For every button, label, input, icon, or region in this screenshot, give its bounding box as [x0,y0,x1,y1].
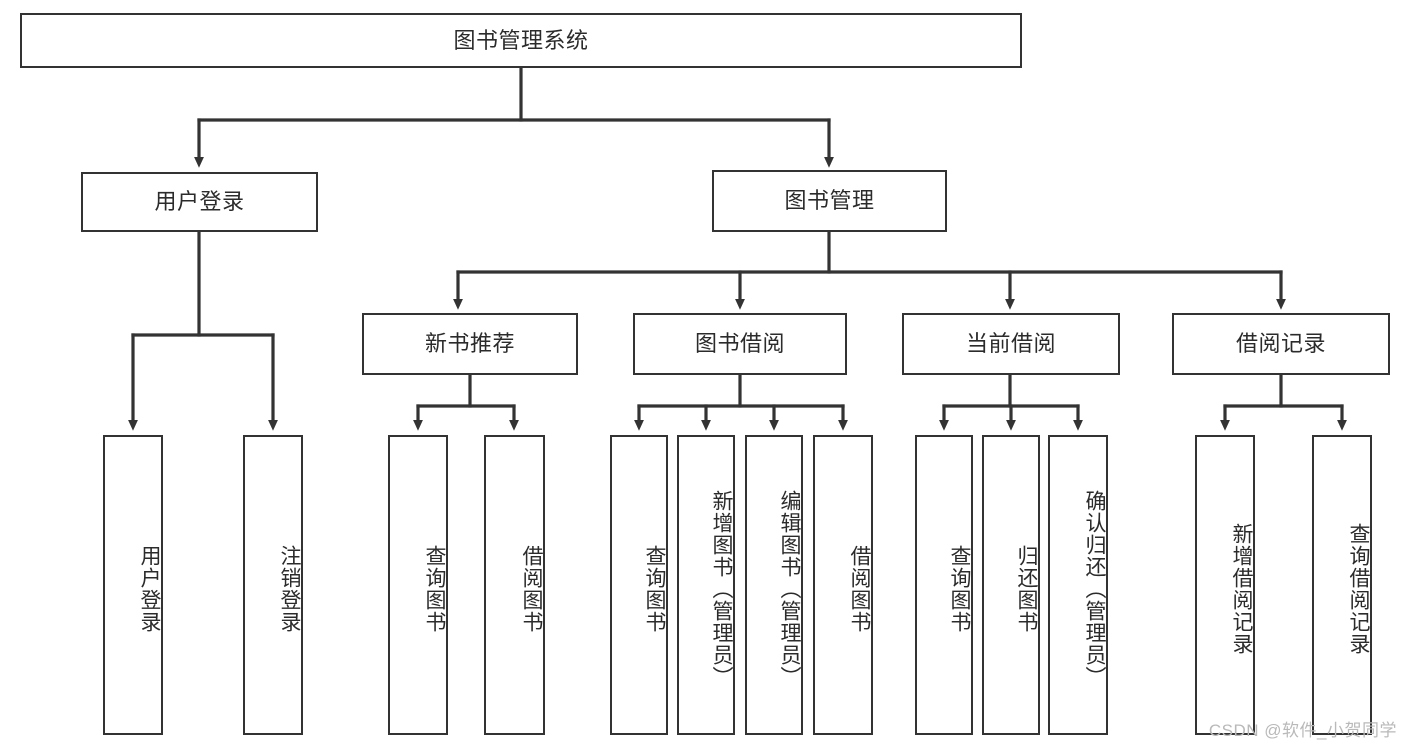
node-borrow-record-label: 借阅记录 [1235,331,1326,357]
leaf-user-login-login[interactable]: 用户登录 [103,435,163,735]
leaf-borrow-edit-book-label: 编辑图书（管理员） [778,490,801,688]
leaf-current-query-book-label: 查询图书 [948,545,971,633]
leaf-recommend-query-book-label: 查询图书 [423,545,446,633]
leaf-current-return-book[interactable]: 归还图书 [982,435,1040,735]
leaf-record-add-record-label: 新增借阅记录 [1230,523,1253,655]
leaf-borrow-add-book[interactable]: 新增图书（管理员） [677,435,735,735]
leaf-borrow-edit-book[interactable]: 编辑图书（管理员） [745,435,803,735]
node-book-borrow-label: 图书借阅 [694,331,785,357]
leaf-user-login-logout[interactable]: 注销登录 [243,435,303,735]
leaf-borrow-borrow-book-label: 借阅图书 [848,545,871,633]
node-user-login-label: 用户登录 [154,189,245,215]
node-new-book-recommend-label: 新书推荐 [424,331,515,357]
node-borrow-record[interactable]: 借阅记录 [1172,313,1390,375]
leaf-borrow-add-book-label: 新增图书（管理员） [710,490,733,688]
leaf-recommend-borrow-book[interactable]: 借阅图书 [484,435,545,735]
node-book-management-label: 图书管理 [784,188,875,214]
leaf-borrow-query-book[interactable]: 查询图书 [610,435,668,735]
leaf-record-query-record-label: 查询借阅记录 [1347,523,1370,655]
leaf-user-login-logout-label: 注销登录 [278,545,301,633]
node-current-borrow-label: 当前借阅 [965,331,1056,357]
leaf-borrow-borrow-book[interactable]: 借阅图书 [813,435,873,735]
leaf-borrow-query-book-label: 查询图书 [643,545,666,633]
node-user-login[interactable]: 用户登录 [81,172,318,232]
leaf-user-login-login-label: 用户登录 [138,545,161,633]
leaf-record-query-record[interactable]: 查询借阅记录 [1312,435,1372,735]
node-book-management[interactable]: 图书管理 [712,170,947,232]
node-new-book-recommend[interactable]: 新书推荐 [362,313,578,375]
node-root-label: 图书管理系统 [453,27,589,53]
node-book-borrow[interactable]: 图书借阅 [633,313,847,375]
node-root[interactable]: 图书管理系统 [20,13,1022,68]
leaf-current-return-book-label: 归还图书 [1015,545,1038,633]
leaf-current-query-book[interactable]: 查询图书 [915,435,973,735]
leaf-current-confirm-return[interactable]: 确认归还（管理员） [1048,435,1108,735]
node-current-borrow[interactable]: 当前借阅 [902,313,1120,375]
leaf-recommend-query-book[interactable]: 查询图书 [388,435,448,735]
leaf-current-confirm-return-label: 确认归还（管理员） [1083,490,1106,688]
leaf-record-add-record[interactable]: 新增借阅记录 [1195,435,1255,735]
leaf-recommend-borrow-book-label: 借阅图书 [520,545,543,633]
